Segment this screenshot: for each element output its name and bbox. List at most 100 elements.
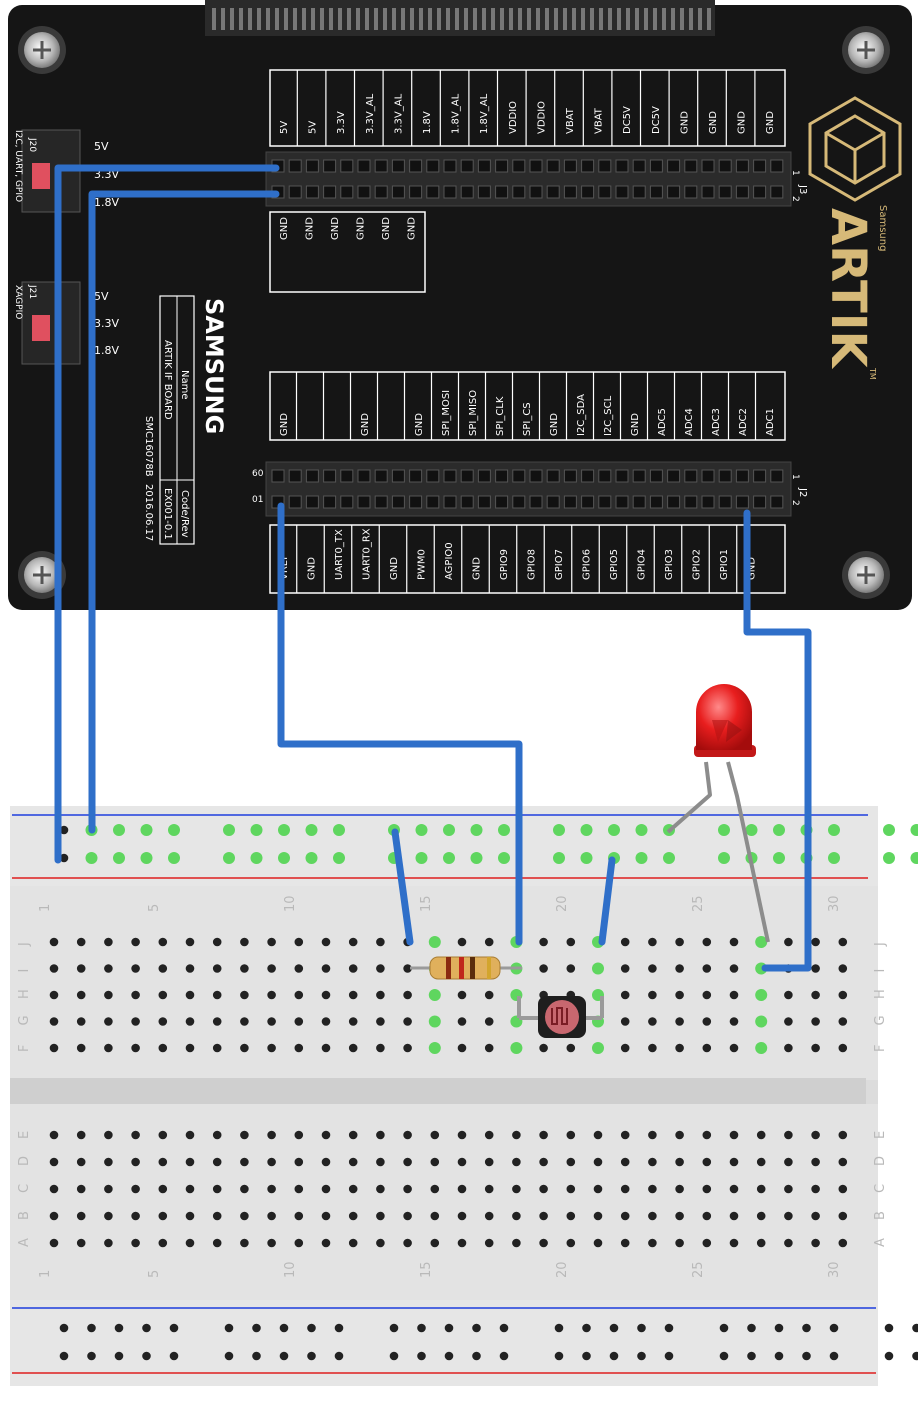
breadboard-hole [648,990,657,1000]
breadboard-hole [376,1184,385,1194]
rail-hole-active [635,852,648,864]
header-pin [718,185,732,199]
breadboard-hole [76,1130,86,1140]
pin-label: ADC1 [765,408,776,436]
rail-hole [59,825,69,835]
breadboard-hole [702,1017,712,1026]
breadboard-hole [294,1157,304,1167]
pin-label: VBAT [594,107,605,134]
breadboard-hole [49,1017,59,1026]
header-pin [581,185,595,199]
connector-pin [374,8,378,30]
header-pin [288,185,302,199]
rail-hole-active [333,852,345,864]
breadboard-hole [348,1211,358,1221]
breadboard-hole [267,1238,276,1248]
pin-label: GPIO9 [499,549,510,580]
breadboard-hole-active [428,989,441,1001]
breadboard-hole [212,937,222,947]
header-pin [512,185,526,199]
rail-hole-active [470,824,483,836]
breadboard-hole [49,1184,59,1194]
bottom-power-rail [10,1300,878,1386]
header-pin [340,495,354,509]
header-pin [357,159,371,173]
breadboard-hole [76,1238,86,1248]
breadboard-hole [702,1157,712,1167]
connector-pin [347,8,351,30]
breadboard-hole [348,1184,358,1194]
breadboard-hole [593,1157,603,1167]
breadboard-hole [430,1130,440,1140]
breadboard-hole [784,1211,793,1221]
breadboard-hole [104,1238,113,1248]
header-pin [701,185,715,199]
pin-label: GND [737,111,748,134]
breadboard-hole [131,1184,140,1194]
mounting-screws [18,26,890,599]
rail-hole-active [910,824,918,836]
screw-slot [33,41,51,59]
breadboard-hole [811,1017,820,1026]
breadboard-hole [376,1130,385,1140]
pin-label: 3.3V_AL [365,93,376,134]
breadboard-hole [131,990,140,1000]
pin-label: 1.8V [422,111,433,134]
rail-hole [389,1323,399,1333]
breadboard-hole [702,1043,712,1053]
name-label: Name [179,370,190,400]
red-led [666,684,770,943]
header-pin [323,469,337,483]
breadboard-hole [648,1130,657,1140]
pin-label: GND [279,217,290,240]
pin-label: GPIO6 [582,549,593,580]
breadboard-hole [76,1043,86,1053]
breadboard-hole [403,964,412,973]
rail-hole [114,1351,124,1361]
breadboard-hole-active [428,1042,441,1054]
breadboard-hole [158,1130,168,1140]
code-value: EX001-0.1 [162,488,173,540]
row-letter: J [873,942,888,947]
column-number: 15 [419,895,434,912]
column-number: 20 [555,895,570,912]
header-pin [323,185,337,199]
breadboard-hole [403,1211,412,1221]
breadboard-hole [185,1043,195,1053]
connector-pin [653,8,657,30]
breadboard-hole [376,990,385,1000]
breadboard-hole [539,1130,548,1140]
breadboard-hole [838,1017,848,1026]
j3-pin-marker-2: 2 [790,196,800,202]
breadboard-hole [131,1017,140,1026]
breadboard-hole [240,1184,249,1194]
header-pin [546,469,560,483]
rail-hole-active [883,852,895,864]
breadboard-hole-active [592,962,604,975]
pin-label: ADC2 [738,408,749,436]
rail-hole [637,1323,646,1333]
breadboard-hole [212,1043,222,1053]
header-pin [649,185,663,199]
rail-hole-active [250,852,263,864]
header-pin [684,159,698,173]
connector-pin [455,8,459,30]
header-pin [409,159,423,173]
breadboard-hole [539,1238,548,1248]
connector-pin [689,8,693,30]
breadboard-hole [321,990,331,1000]
pin-label: GND [381,217,392,240]
rail-hole-active [443,824,455,836]
rail-hole [884,1351,894,1361]
breadboard-hole [321,1043,331,1053]
rail-hole-active [580,824,593,836]
header-pin [391,185,405,199]
part-number: SMC16078B [143,416,154,477]
rail-hole [444,1323,454,1333]
rail-hole [224,1323,234,1333]
breadboard-hole [430,1211,440,1221]
header-pin [288,469,302,483]
breadboard-hole [376,1157,385,1167]
breadboard-hole-active [592,1042,604,1054]
breadboard-hole [566,1130,576,1140]
